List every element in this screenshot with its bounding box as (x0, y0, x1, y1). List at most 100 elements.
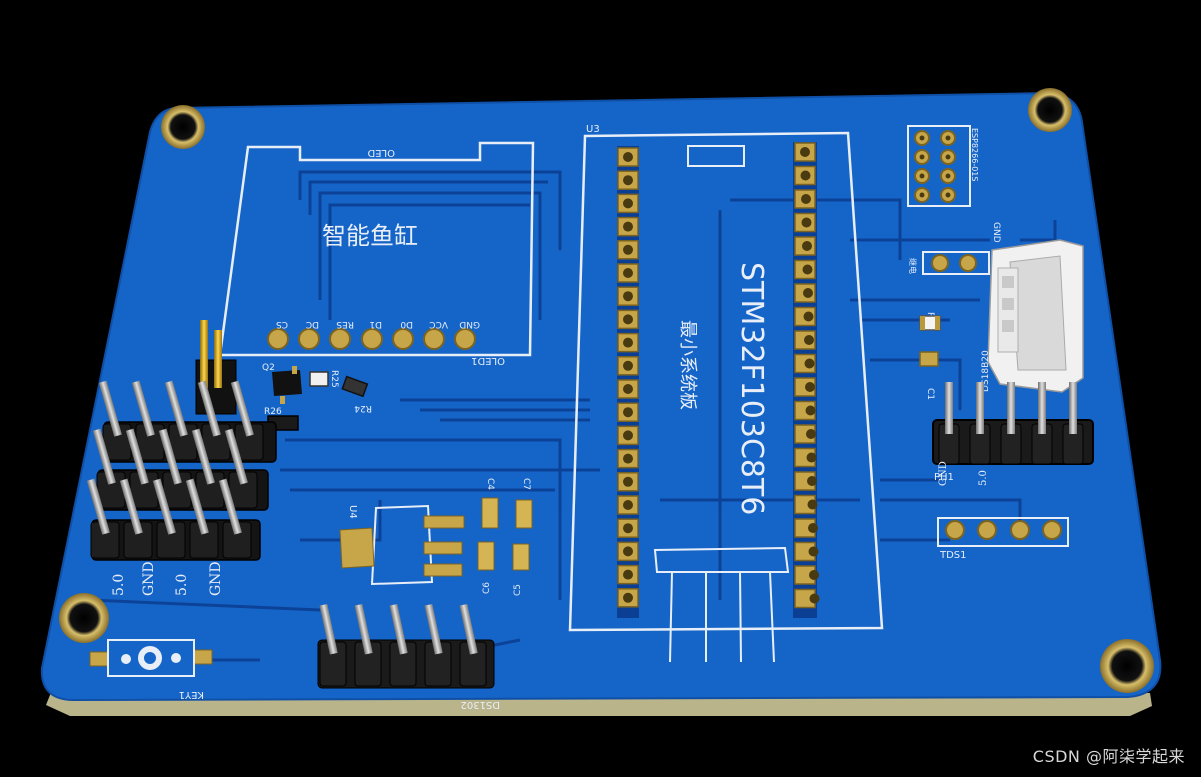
header-pin (191, 428, 215, 485)
pad-hole (805, 382, 815, 392)
pad-hole (623, 268, 633, 278)
r23-c1-group: R23 C1 (919, 312, 941, 400)
header-pin (131, 380, 155, 437)
pad-hole (806, 429, 816, 439)
left-header-labels: 5.0 GND 5.0 GND (111, 561, 224, 596)
pad-hole (808, 523, 818, 533)
header-pin (152, 478, 176, 535)
pad-hole (801, 194, 811, 204)
oled-title: 智能鱼缸 (322, 222, 418, 250)
ds18b20-gnd-label: GND (991, 222, 1001, 243)
pad-hole (623, 453, 633, 464)
pad-hole (806, 452, 817, 463)
oled-pins (267, 328, 476, 350)
c4-label: C4 (485, 478, 495, 490)
left-pin-header-block (86, 380, 277, 561)
left-label-gnd-a: GND (141, 561, 157, 596)
pad-hole (623, 430, 633, 441)
key1-button: KEY1 (89, 639, 213, 700)
ph1-pin (976, 382, 984, 434)
ds18b20-label: DS18B20 (981, 350, 991, 392)
pad-hole (808, 546, 819, 557)
u3-label: U3 (586, 124, 600, 135)
pad-hole (623, 476, 633, 487)
oled-pin-label-dc: DC (306, 319, 319, 329)
pad-hole (945, 154, 951, 160)
pad-hole (623, 337, 633, 348)
pad-hole (623, 314, 633, 325)
esp8266-label: ESP8266-01S (970, 128, 979, 181)
pad-hole (945, 173, 951, 179)
ph1-pin (945, 382, 953, 434)
pad-hole (802, 241, 812, 251)
ph1-pin (1069, 382, 1077, 434)
pad-hole (623, 360, 633, 371)
ds1302-pin (354, 603, 373, 655)
pad-hole (623, 175, 633, 186)
relay-header: 继电 (908, 251, 990, 275)
oled-pin-label-vcc: VCC (429, 319, 448, 329)
pad-hole (807, 476, 817, 486)
esp8266-header: ESP8266-01S (907, 125, 979, 207)
mount-hole-top-right (1028, 88, 1072, 132)
u3-mcu-board: U3 STM32F103C8T6 最小系统板 (568, 124, 884, 663)
oled-top-label: OLED (367, 147, 395, 158)
r26-label: R26 (264, 407, 282, 417)
pad-hole (623, 407, 633, 418)
pad-hole (800, 170, 811, 181)
copper-traces (89, 170, 1057, 662)
oled-pin-label-res: RES (336, 319, 354, 329)
pad-hole (623, 592, 633, 603)
ph1-pin (1038, 382, 1046, 434)
header-pin (119, 478, 143, 535)
header-pin (230, 380, 254, 437)
pad-hole (919, 192, 925, 198)
tds1-header: TDS1 (937, 517, 1069, 561)
u3-left-pads (617, 147, 639, 608)
pad-hole (623, 244, 633, 255)
header-pin (92, 428, 116, 485)
pad-hole (803, 311, 814, 322)
pad-hole (623, 546, 633, 557)
c6-label: C6 (482, 582, 492, 594)
watermark-text: CSDN @阿柒学起来 (1032, 747, 1185, 766)
mcu-part-number: STM32F103C8T6 (734, 262, 769, 515)
u3-right-pads (794, 142, 820, 609)
pad-hole (919, 173, 925, 179)
header-pin (197, 380, 221, 437)
left-label-gnd-b: GND (208, 561, 224, 596)
pad-hole (623, 291, 633, 302)
pad-hole (945, 135, 951, 141)
left-label-5v-a: 5.0 (111, 574, 127, 596)
pad-hole (623, 569, 633, 580)
ds1302-pin (424, 603, 443, 655)
pad-hole (809, 593, 820, 604)
mcu-board-note: 最小系统板 (677, 320, 698, 410)
pad-hole (803, 288, 813, 298)
oled-pin-labels: CS DC RES D1 D0 VCC GND (276, 319, 480, 329)
pad-hole (623, 198, 633, 209)
header-pin (185, 478, 209, 535)
ph1-pin (1007, 382, 1015, 434)
header-pin (158, 428, 182, 485)
header-pin (164, 380, 188, 437)
pad-hole (623, 221, 633, 232)
oled-pin-label-cs: CS (276, 319, 288, 329)
q2-label: Q2 (262, 363, 275, 373)
ph1-header: PH1 GND 5.0 (932, 382, 1094, 486)
left-label-5v-b: 5.0 (174, 574, 190, 596)
ds1302-pin (319, 603, 338, 655)
ds1302-header: DS1302 (317, 603, 500, 710)
pad-hole (804, 335, 814, 345)
pad-hole (919, 135, 925, 141)
oled-footprint: OLED 智能鱼缸 OLED1 CS DC RES D1 D0 VCC GND (218, 141, 535, 366)
pad-hole (801, 217, 812, 228)
u4-regulator-group: U4 C4 C7 C6 C5 (339, 478, 533, 596)
c7-label: C7 (521, 478, 531, 490)
ds1302-pin (389, 603, 408, 655)
tds1-label: TDS1 (939, 550, 967, 561)
relay-label: 继电 (908, 258, 918, 274)
oled-pin-label-d0: D0 (400, 319, 413, 329)
header-pin (86, 478, 110, 535)
pad-hole (804, 358, 815, 369)
